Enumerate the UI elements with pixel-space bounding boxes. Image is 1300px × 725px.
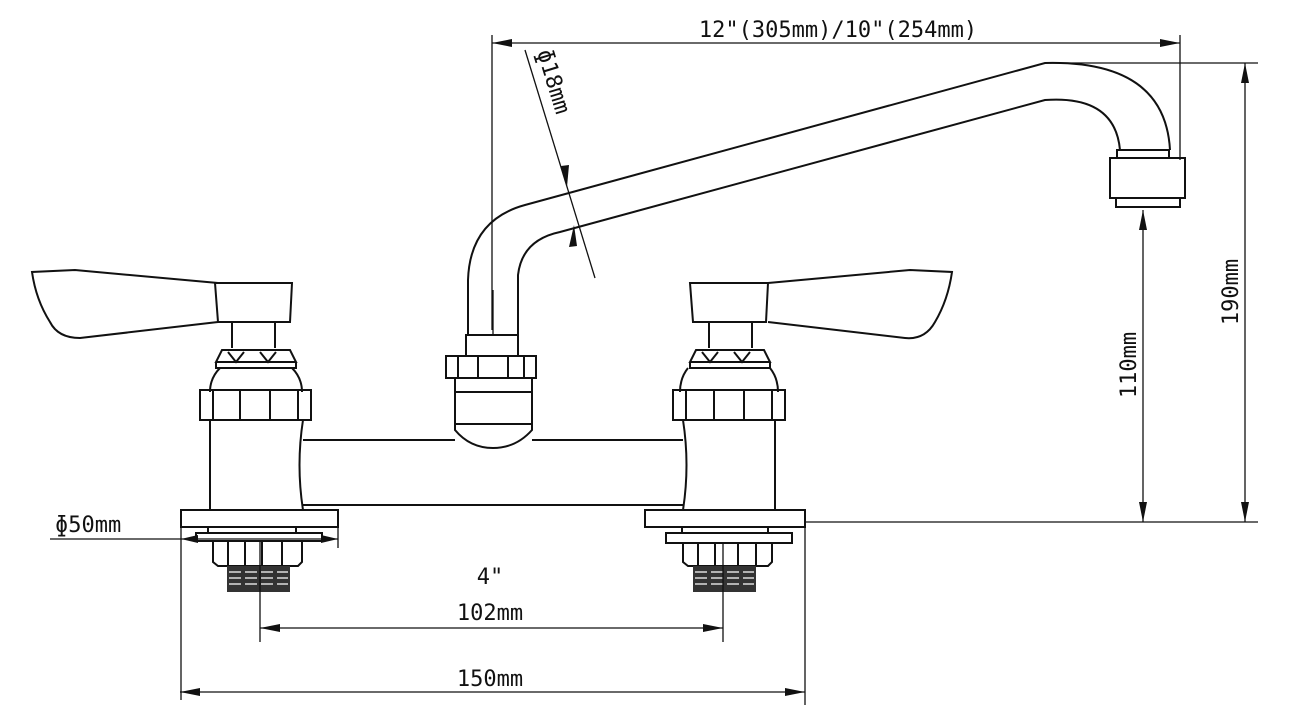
- dimension-total-height: 190mm: [805, 62, 1258, 523]
- dimension-center-spacing: 4" 102mm: [259, 541, 724, 642]
- left-valve: [30, 268, 339, 592]
- right-thread: [693, 566, 756, 592]
- dimension-spout-clearance: 110mm: [1117, 210, 1147, 522]
- left-nut: [199, 389, 312, 421]
- left-body: [209, 419, 304, 511]
- right-body: [682, 419, 776, 511]
- right-valve: [644, 268, 954, 592]
- spout-reach-label: 12"(305mm)/10"(254mm): [699, 18, 977, 43]
- left-bonnet: [214, 349, 298, 369]
- spout-base: [445, 334, 537, 450]
- dimension-flange-diameter: ɸ50mm: [50, 513, 339, 700]
- spout-clearance-label: 110mm: [1117, 332, 1142, 398]
- total-height-label: 190mm: [1219, 259, 1244, 325]
- dimension-overall-width: 150mm: [180, 527, 806, 705]
- right-bonnet: [688, 349, 772, 369]
- aerator: [1116, 149, 1170, 159]
- right-lever-handle: [767, 268, 954, 340]
- center-mm-label: 102mm: [457, 601, 523, 626]
- overall-width-label: 150mm: [457, 667, 523, 692]
- left-handle-cap: [213, 282, 294, 323]
- left-lever-handle: [30, 268, 219, 340]
- center-inch-label: 4": [477, 565, 504, 590]
- right-flange: [644, 509, 806, 528]
- dimension-spout-reach: 12"(305mm)/10"(254mm): [491, 18, 1181, 330]
- right-handle-cap: [688, 282, 770, 323]
- left-thread: [227, 566, 290, 592]
- flange-diameter-label: ɸ50mm: [55, 513, 121, 538]
- left-flange: [180, 509, 339, 528]
- cross-pipe: [303, 439, 683, 506]
- right-lock-nut: [682, 543, 773, 567]
- spout-diameter-label: ɸ18mm: [531, 46, 574, 117]
- left-lock-nut: [212, 541, 303, 567]
- spout: [467, 61, 1186, 335]
- right-nut: [672, 389, 786, 421]
